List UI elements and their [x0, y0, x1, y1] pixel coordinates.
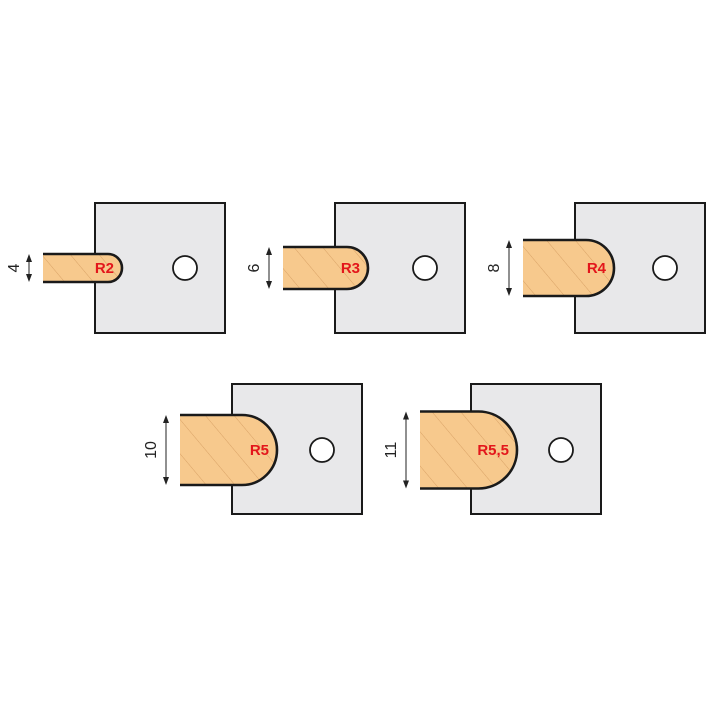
arrowhead-icon [403, 411, 409, 489]
wood-profile [420, 411, 517, 489]
wood-profile [523, 240, 614, 296]
wood-profile [43, 254, 122, 282]
arrowhead-icon [163, 415, 169, 485]
radius-label: R2 [95, 260, 114, 277]
thickness-label: 11 [383, 442, 400, 459]
mounting-hole [412, 255, 438, 281]
radius-label: R3 [341, 260, 360, 277]
mounting-hole [652, 255, 678, 281]
radius-label: R5 [250, 442, 269, 459]
radius-label: R5,5 [477, 442, 509, 459]
profile-r4: R4 8 [486, 202, 706, 334]
mounting-hole [309, 437, 335, 463]
radius-label: R4 [587, 260, 607, 277]
profile-outline [420, 410, 519, 490]
arrowhead-icon [26, 254, 32, 282]
profile-outline [43, 252, 124, 284]
profile-outline [180, 413, 279, 487]
wood-profile [180, 415, 277, 485]
profile-r2: R2 4 [6, 202, 226, 334]
thickness-label: 8 [486, 263, 503, 272]
mounting-hole [172, 255, 198, 281]
profile-outline [523, 238, 616, 298]
thickness-label: 4 [6, 263, 23, 272]
mounting-hole [548, 437, 574, 463]
wood-profile [283, 247, 368, 289]
profile-r5-5: R5,5 11 [383, 383, 602, 515]
profile-outline [283, 245, 370, 291]
thickness-label: 6 [246, 263, 263, 272]
thickness-label: 10 [143, 441, 160, 459]
profile-r3: R3 6 [246, 202, 466, 334]
profile-r5: R5 10 [143, 383, 363, 515]
